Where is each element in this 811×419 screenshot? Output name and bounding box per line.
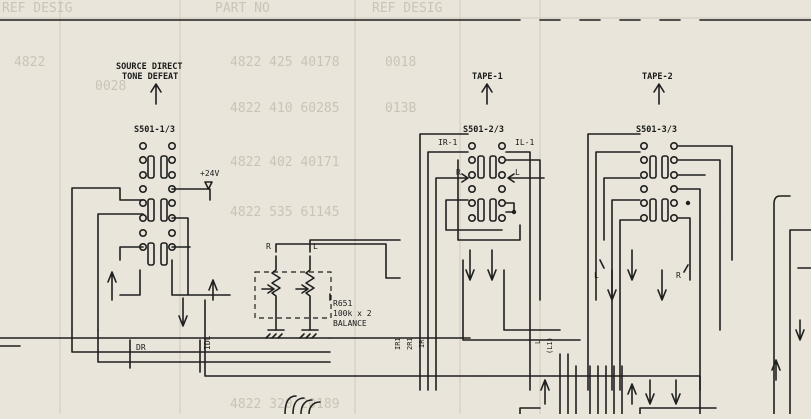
- arrow-down-icon: [671, 379, 681, 405]
- supply-label: +24V: [200, 169, 219, 178]
- wire-label-idl: IDL: [203, 335, 212, 350]
- arrow-down-icon: [795, 319, 805, 341]
- wire-label-l: L: [534, 340, 542, 344]
- switch-contacts-icon: [139, 142, 177, 266]
- potentiometer-icon: [271, 255, 315, 331]
- caption-source-direct: SOURCE DIRECT: [116, 62, 183, 72]
- arrow-down-icon: [657, 269, 667, 301]
- label-il-1: IL-1: [515, 138, 534, 147]
- label-ir-1: IR-1: [438, 138, 457, 147]
- switch-label-s501-1: S501-1/3: [134, 125, 175, 135]
- lower-bus: [284, 337, 717, 415]
- wire-label-il1: (L1): [546, 337, 554, 354]
- ghost-header-ref-desig-1: REF DESIG: [2, 1, 73, 16]
- arrow-up-icon: [627, 383, 637, 405]
- arrow-down-icon: [178, 297, 188, 327]
- arrow-up-icon: [107, 271, 117, 301]
- caption-tone-defeat: TONE DEFEAT: [122, 72, 178, 82]
- arrow-down-icon: [465, 249, 475, 281]
- switch-contacts-icon: [467, 142, 506, 223]
- arrow-down-icon: [645, 379, 655, 405]
- ghost-header-ref-desig-2: REF DESIG: [372, 1, 443, 16]
- arrow-up-icon: [540, 379, 550, 405]
- switch-s501-3: TAPE-2 S501-3/3 L R: [587, 72, 733, 391]
- arrow-up-icon: [653, 83, 665, 105]
- potentiometer-enclosure: [254, 271, 332, 319]
- balance-channel-r: R: [266, 242, 271, 251]
- ghost-cell-8: 4822: [14, 55, 45, 70]
- ghost-header-part-no: PART NO: [215, 1, 270, 16]
- arrow-up-icon: [150, 83, 162, 105]
- next-stage-block: [771, 195, 811, 415]
- caption-tape-2: TAPE-2: [642, 72, 673, 82]
- balance-function: BALANCE: [333, 319, 367, 328]
- balance-channel-l: L: [313, 242, 318, 251]
- switch-label-s501-2: S501-2/3: [463, 125, 504, 135]
- balance-ref: R651: [333, 299, 352, 308]
- ghost-cell-2: 0028: [95, 79, 126, 94]
- arrow-up-icon: [771, 359, 781, 381]
- balance-value: 100k x 2: [333, 309, 372, 318]
- switch-label-s501-3: S501-3/3: [636, 125, 677, 135]
- ghost-cell-6: 4822 535 61145: [230, 205, 340, 220]
- arrow-down-icon: [487, 249, 497, 281]
- switch-s501-2: TAPE-1 S501-2/3 IR-1 IL-1 R L IR1 2R1 IR…: [394, 72, 581, 391]
- caption-tape-1: TAPE-1: [472, 72, 503, 82]
- ghost-cell-1: 4822 425 40178: [230, 55, 340, 70]
- arrow-up-icon: [208, 279, 218, 301]
- ground-icon: [265, 329, 319, 339]
- wire-label-dr: DR: [136, 343, 146, 352]
- wire-label-tape2-r: R: [676, 271, 681, 280]
- wire-label-2r1: 2R1: [406, 337, 414, 350]
- switch-s501-1: SOURCE DIRECT TONE DEFEAT S501-1/3 +24V: [0, 62, 481, 377]
- switch-contacts-icon: [639, 142, 678, 223]
- ghost-cell-4: 4822 410 60285: [230, 101, 340, 116]
- arrow-down-icon: [627, 249, 637, 281]
- ghost-cell-0: 0018: [385, 55, 416, 70]
- wire-label-ir1: IR1: [394, 337, 402, 350]
- arrow-up-icon: [481, 83, 493, 105]
- wire-label-ir: IR: [418, 339, 426, 348]
- label-inner-l: L: [515, 168, 520, 177]
- balance-control-r651: R L R651 100k x 2 BALANCE: [254, 239, 401, 339]
- arrow-down-icon: [607, 269, 617, 301]
- ghost-cell-5: 4822 402 40171: [230, 155, 340, 170]
- wire-label-tape2-l: L: [594, 271, 599, 280]
- supply-terminal-icon: [204, 181, 213, 190]
- ghost-cell-3: 013B: [385, 101, 416, 116]
